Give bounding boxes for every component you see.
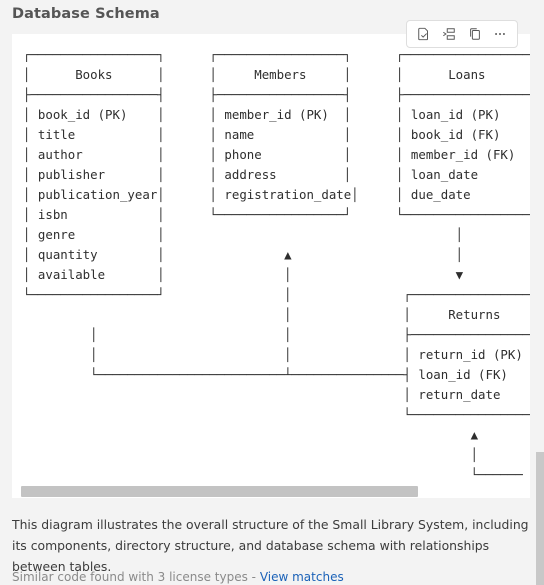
diagram-line: │ available │ │ ▼ [23,267,464,282]
diagram-line: │ genre │ │ [23,227,464,242]
code-block-toolbar [406,20,518,48]
copy-icon [469,28,480,40]
diagram-line: │ isbn │ └─────────────────┘ └──────────… [23,207,530,222]
diagram-line: │ publisher │ │ address │ │ loan_date │ [23,167,530,182]
section-title: Database Schema [12,6,160,22]
similar-code-notice: Similar code found with 3 license types … [12,570,344,584]
more-actions-button[interactable] [489,23,511,45]
diagram-line: └─────────────────────────┴─────────────… [23,367,530,382]
diagram-line: │ │ │ return_id (PK) │ [23,347,530,362]
copy-button[interactable] [464,23,486,45]
code-block: ┌─────────────────┐ ┌─────────────────┐ … [12,34,530,498]
diagram-line: │ author │ │ phone │ │ member_id (FK) │ [23,147,530,162]
horizontal-scrollbar-thumb[interactable] [21,486,418,497]
diagram-line: └─────────────────┘ │ ┌─────────────────… [23,287,530,302]
diagram-line: └─────────────────┘ [23,407,530,422]
diagram-description: This diagram illustrates the overall str… [12,517,529,574]
similar-code-text: Similar code found with 3 license types … [12,570,260,584]
insert-at-cursor-button[interactable] [438,23,460,45]
page-vertical-scrollbar-thumb[interactable] [536,452,544,585]
diagram-line: │ Books │ │ Members │ │ Loans │ [23,67,530,82]
apply-in-editor-button[interactable] [413,23,435,45]
diagram-line: │ book_id (PK) │ │ member_id (PK) │ │ lo… [23,107,530,122]
diagram-line: └────── [23,467,523,482]
insert-icon [443,28,455,40]
diagram-line: │ return_date │ [23,387,530,402]
view-matches-link[interactable]: View matches [259,570,344,584]
diagram-line: ▲ [23,427,479,442]
file-apply-icon [418,27,428,41]
diagram-line: │ [23,447,479,462]
diagram-line: ├─────────────────┤ ├─────────────────┤ … [23,87,530,102]
diagram-line: │ quantity │ ▲ │ [23,247,464,262]
diagram-line: │ │ ├─────────────────┤ [23,327,530,342]
diagram-line: │ │ Returns │ [23,307,530,322]
diagram-line: ┌─────────────────┐ ┌─────────────────┐ … [23,47,530,62]
schema-diagram: ┌─────────────────┐ ┌─────────────────┐ … [23,45,530,485]
ellipsis-icon [495,33,506,35]
diagram-line: │ publication_year│ │ registration_date│… [23,187,530,202]
code-viewport[interactable]: ┌─────────────────┐ ┌─────────────────┐ … [12,34,530,486]
diagram-line: │ title │ │ name │ │ book_id (FK) │ [23,127,530,142]
